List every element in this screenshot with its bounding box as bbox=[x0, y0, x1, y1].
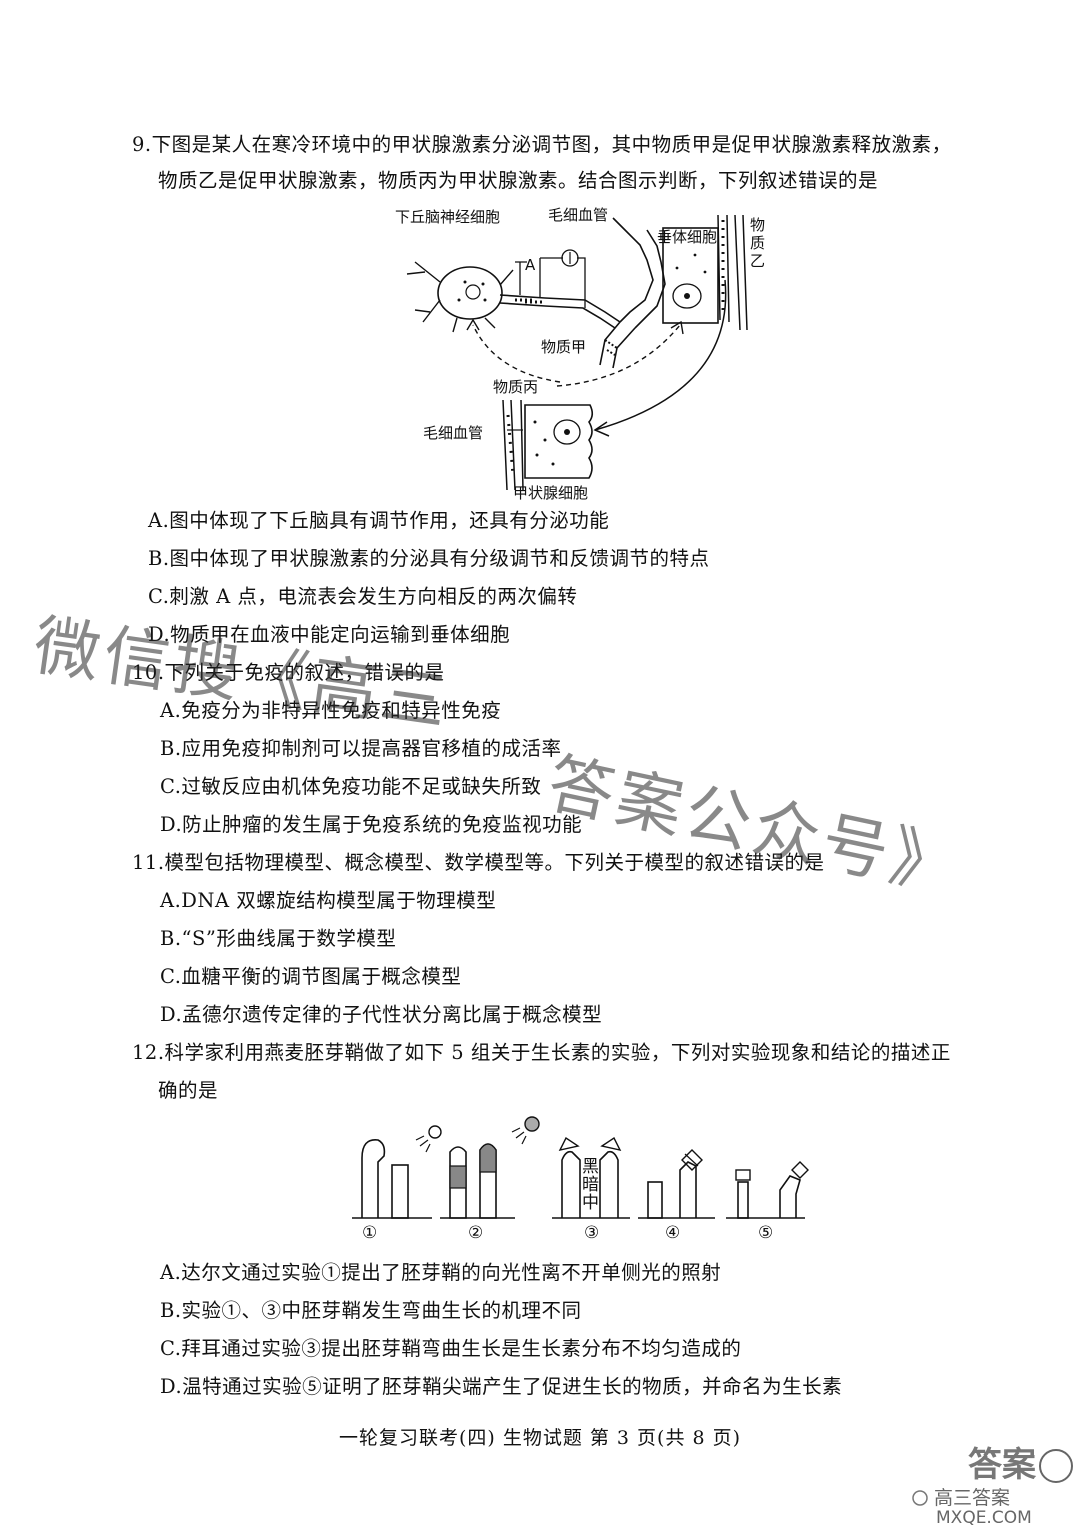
experiment-1-label: ① bbox=[362, 1223, 377, 1243]
q11-option-c: C.血糖平衡的调节图属于概念模型 bbox=[160, 965, 462, 988]
q10-option-a: A.免疫分为非特异性免疫和特异性免疫 bbox=[160, 699, 502, 722]
q10-option-d: D.防止肿瘤的发生属于免疫系统的免疫监视功能 bbox=[160, 813, 583, 836]
hypothalamus-neuron-body bbox=[437, 266, 503, 320]
q9-option-a: A.图中体现了下丘脑具有调节作用，还具有分泌功能 bbox=[148, 509, 610, 532]
experiment-5: ⑤ bbox=[726, 1161, 809, 1243]
dark-label-3: 中 bbox=[582, 1193, 599, 1213]
experiment-2-label: ② bbox=[468, 1223, 483, 1243]
pituitary-label: 垂体细胞 bbox=[657, 228, 717, 246]
q10-option-b: B.应用免疫抑制剂可以提高器官移植的成活率 bbox=[160, 737, 562, 760]
q10-stem: 10.下列关于免疫的叙述，错误的是 bbox=[132, 661, 445, 684]
experiment-4: ④ bbox=[638, 1149, 715, 1243]
pituitary-cell bbox=[662, 227, 719, 324]
page-footer: 一轮复习联考(四) 生物试题 第 3 页(共 8 页) bbox=[338, 1427, 742, 1449]
logo-mark-icon: 答案 高三答案 MXQE.COM bbox=[912, 1445, 1073, 1528]
q11-option-a: A.DNA 双螺旋结构模型属于物理模型 bbox=[160, 889, 497, 912]
dark-label-1: 黑 bbox=[582, 1157, 599, 1177]
q9-thyroid-regulation-diagram: A 物 质 乙 下丘脑神经细胞 毛细血管 垂体细胞 物质甲 物质丙 bbox=[395, 206, 765, 500]
q10-option-c: C.过敏反应由机体免疫功能不足或缺失所致 bbox=[160, 775, 542, 798]
experiment-2: ② bbox=[440, 1116, 540, 1243]
capillary-top-label: 毛细血管 bbox=[548, 206, 608, 224]
hypothalamus-label: 下丘脑神经细胞 bbox=[395, 208, 500, 226]
q12-option-d: D.温特通过实验⑤证明了胚芽鞘尖端产生了促进生长的物质，并命名为生长素 bbox=[160, 1375, 843, 1398]
q12-stem-line1: 12.科学家利用燕麦胚芽鞘做了如下 5 组关于生长素的实验，下列对实验现象和结论… bbox=[132, 1041, 951, 1064]
q11-stem: 11.模型包括物理模型、概念模型、数学模型等。下列关于模型的叙述错误的是 bbox=[132, 851, 825, 874]
substance-b-label-2: 质 bbox=[750, 234, 765, 252]
substance-b-label-3: 乙 bbox=[750, 252, 765, 270]
substance-b-label-1: 物 bbox=[750, 216, 765, 234]
dark-label-2: 暗 bbox=[582, 1175, 599, 1195]
q12-coleoptile-experiments: ① ② 黑 暗 中 ③ bbox=[352, 1116, 809, 1243]
substance-a-label: 物质甲 bbox=[541, 338, 586, 356]
q11-option-b: B.“S”形曲线属于数学模型 bbox=[160, 927, 397, 950]
capillary-bottom-label: 毛细血管 bbox=[423, 424, 483, 442]
q12-stem-line2: 确的是 bbox=[158, 1079, 219, 1102]
substance-c-label: 物质丙 bbox=[493, 378, 538, 396]
experiment-1: ① bbox=[352, 1125, 442, 1243]
q9-stem-line1: 9.下图是某人在寒冷环境中的甲状腺激素分泌调节图，其中物质甲是促甲状腺激素释放激… bbox=[132, 133, 952, 156]
experiment-5-label: ⑤ bbox=[758, 1223, 773, 1243]
thyroid-cell bbox=[524, 404, 594, 479]
experiment-3: 黑 暗 中 ③ bbox=[552, 1136, 630, 1243]
logo-top-text: 答案 bbox=[968, 1445, 1037, 1485]
light-source-icon bbox=[524, 1116, 540, 1132]
thyroid-label: 甲状腺细胞 bbox=[513, 484, 588, 500]
q9-option-d: D.物质甲在血液中能定向运输到垂体细胞 bbox=[148, 623, 511, 646]
logo-url-text: MXQE.COM bbox=[936, 1508, 1032, 1525]
light-source-icon bbox=[428, 1125, 442, 1139]
q9-option-c: C.刺激 A 点，电流表会发生方向相反的两次偏转 bbox=[148, 585, 578, 608]
q9-option-b: B.图中体现了甲状腺激素的分泌具有分级调节和反馈调节的特点 bbox=[148, 547, 710, 570]
q11-option-d: D.孟德尔遗传定律的子代性状分离比属于概念模型 bbox=[160, 1003, 603, 1026]
q12-option-b: B.实验①、③中胚芽鞘发生弯曲生长的机理不同 bbox=[160, 1299, 582, 1322]
watermark-text-2: 答案公众号》 bbox=[540, 744, 968, 908]
corner-logo: 答案 高三答案 MXQE.COM bbox=[908, 1440, 1073, 1528]
experiment-3-label: ③ bbox=[584, 1223, 599, 1243]
q12-option-c: C.拜耳通过实验③提出胚芽鞘弯曲生长是生长素分布不均匀造成的 bbox=[160, 1337, 742, 1360]
logo-bottom-text: 高三答案 bbox=[934, 1487, 1010, 1509]
point-a-label: A bbox=[525, 256, 536, 274]
ammeter-icon bbox=[561, 249, 579, 267]
q9-stem-line2: 物质乙是促甲状腺激素，物质丙为甲状腺激素。结合图示判断，下列叙述错误的是 bbox=[158, 169, 879, 192]
experiment-4-label: ④ bbox=[665, 1223, 680, 1243]
q12-option-a: A.达尔文通过实验①提出了胚芽鞘的向光性离不开单侧光的照射 bbox=[160, 1261, 722, 1284]
